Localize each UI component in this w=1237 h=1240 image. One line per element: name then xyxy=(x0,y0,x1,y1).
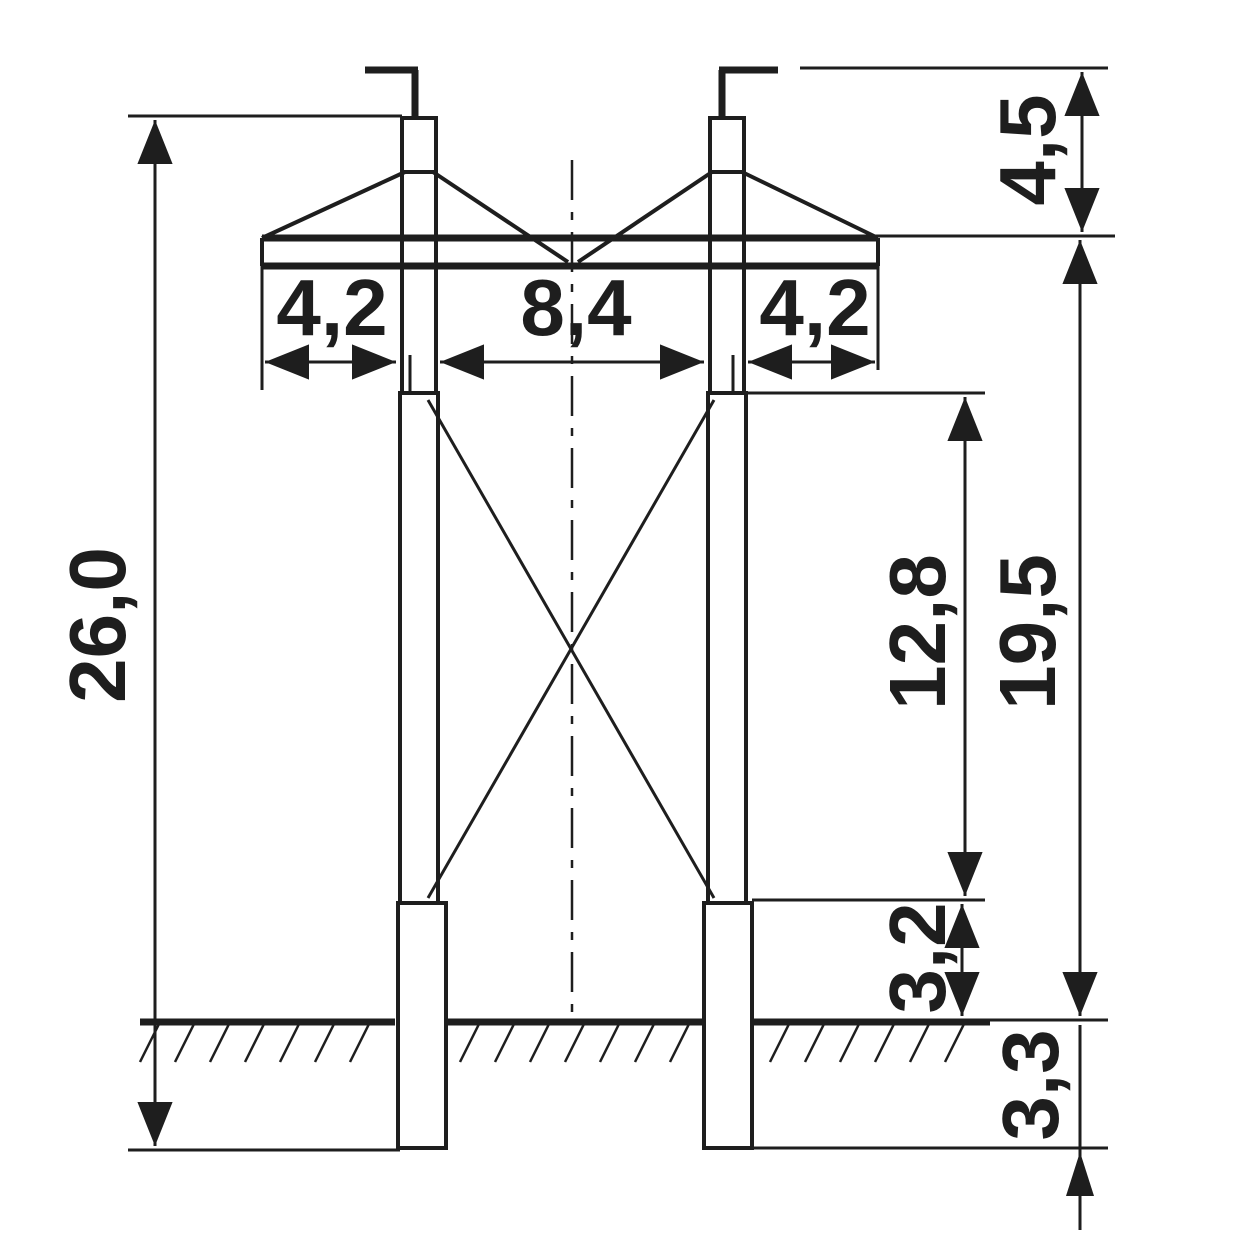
crossarm-stays xyxy=(261,170,879,264)
label-total-height: 26,0 xyxy=(53,547,142,703)
ground-hatching xyxy=(138,1021,967,1063)
dim-embedment-arrow xyxy=(1066,1152,1094,1196)
label-embedment-depth: 3,3 xyxy=(986,1029,1075,1140)
label-left-cantilever: 4,2 xyxy=(276,263,387,352)
dimension-lines xyxy=(137,72,1100,1230)
label-brace-height: 12,8 xyxy=(873,554,962,710)
left-column xyxy=(365,66,448,1150)
label-above-ground-height: 19,5 xyxy=(983,554,1072,710)
label-center-span: 8,4 xyxy=(520,263,632,352)
extension-lines xyxy=(128,66,1115,1152)
label-lower-height: 3,2 xyxy=(873,902,962,1013)
x-bracing xyxy=(400,391,746,899)
label-right-cantilever: 4,2 xyxy=(759,263,870,352)
right-column xyxy=(702,66,778,1150)
label-top-height: 4,5 xyxy=(983,94,1072,205)
ground xyxy=(138,1018,990,1063)
crossarm xyxy=(260,234,880,270)
